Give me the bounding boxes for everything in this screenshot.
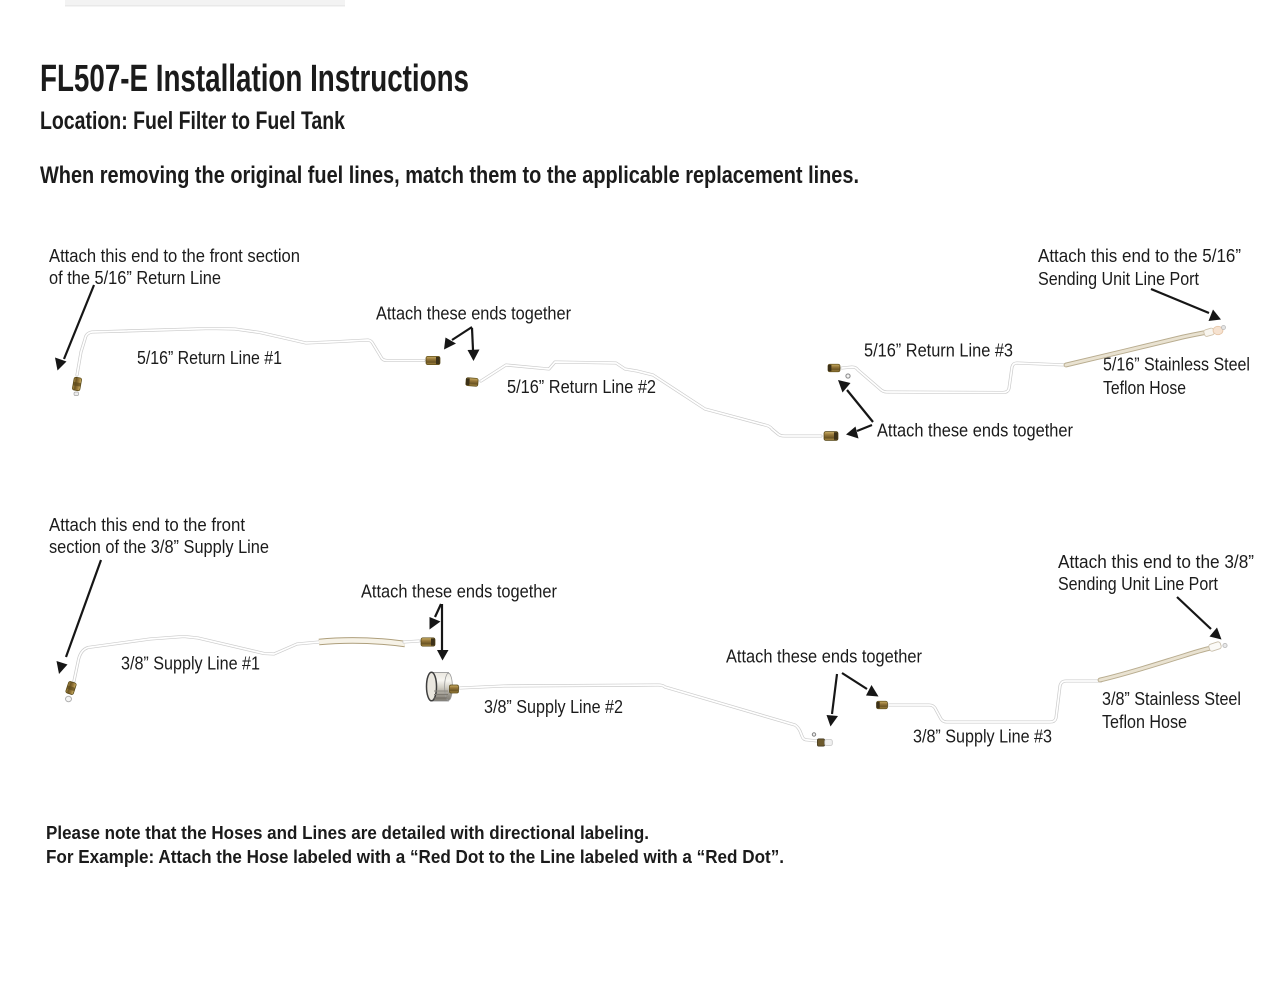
- svg-text:When removing the original fue: When removing the original fuel lines, m…: [40, 162, 859, 189]
- svg-text:For Example: Attach the Hose l: For Example: Attach the Hose labeled wit…: [46, 846, 784, 867]
- svg-text:Location: Fuel Filter to Fuel: Location: Fuel Filter to Fuel Tank: [40, 107, 345, 135]
- svg-text:Attach this end to the 3/8”: Attach this end to the 3/8”: [1058, 551, 1254, 572]
- svg-text:section of the 3/8” Supply Lin: section of the 3/8” Supply Line: [49, 536, 269, 557]
- svg-text:3/8” Supply Line #3: 3/8” Supply Line #3: [913, 726, 1052, 747]
- svg-text:Sending Unit Line Port: Sending Unit Line Port: [1058, 573, 1218, 594]
- svg-text:Attach these ends together: Attach these ends together: [877, 420, 1073, 441]
- svg-text:Attach these ends together: Attach these ends together: [376, 303, 571, 324]
- svg-text:3/8” Supply Line #2: 3/8” Supply Line #2: [484, 696, 623, 717]
- svg-text:Attach this end to the 5/16”: Attach this end to the 5/16”: [1038, 245, 1241, 266]
- svg-text:Teflon Hose: Teflon Hose: [1102, 711, 1187, 732]
- svg-text:Attach these ends together: Attach these ends together: [726, 646, 922, 667]
- svg-text:3/8” Supply Line #1: 3/8” Supply Line #1: [121, 653, 260, 674]
- svg-text:Teflon Hose: Teflon Hose: [1103, 377, 1186, 398]
- svg-text:5/16” Return Line #3: 5/16” Return Line #3: [864, 340, 1013, 361]
- svg-text:Attach this end to the front s: Attach this end to the front section: [49, 245, 300, 266]
- svg-text:Attach these ends together: Attach these ends together: [361, 581, 557, 602]
- svg-text:of the 5/16” Return Line: of the 5/16” Return Line: [49, 267, 221, 288]
- svg-text:3/8” Stainless Steel: 3/8” Stainless Steel: [1102, 688, 1241, 709]
- svg-text:5/16” Return Line #2: 5/16” Return Line #2: [507, 376, 656, 397]
- svg-text:Please note that the Hoses and: Please note that the Hoses and Lines are…: [46, 822, 649, 843]
- svg-text:FL507-E Installation Instructi: FL507-E Installation Instructions: [40, 58, 469, 100]
- svg-text:5/16” Stainless Steel: 5/16” Stainless Steel: [1103, 354, 1250, 375]
- svg-text:Attach this end to the front: Attach this end to the front: [49, 514, 245, 535]
- svg-text:Sending Unit Line Port: Sending Unit Line Port: [1038, 268, 1199, 289]
- svg-text:5/16” Return Line #1: 5/16” Return Line #1: [137, 347, 282, 368]
